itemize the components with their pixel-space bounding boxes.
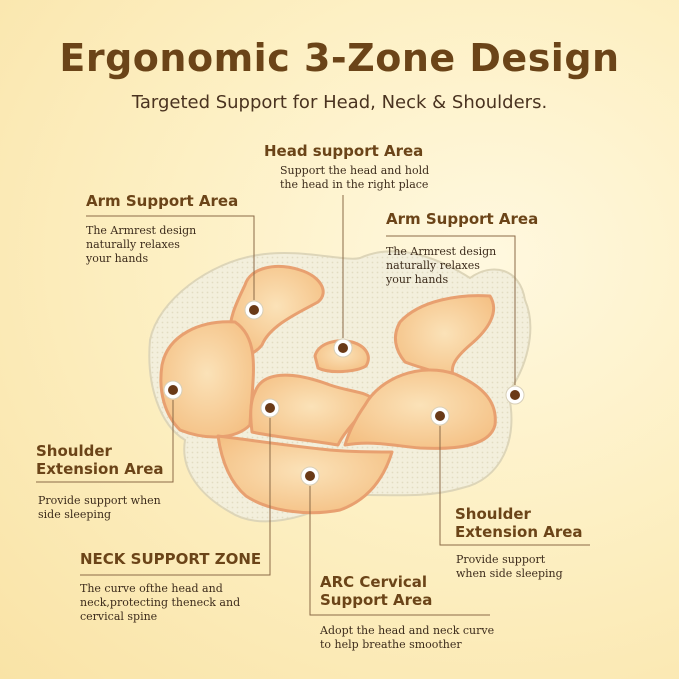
shoulder-right-desc-line: Provide support	[456, 553, 546, 566]
leader-shoulder-left	[36, 400, 174, 483]
shoulder-left-desc: Provide support when side sleeping	[38, 494, 161, 522]
arc-cervical-desc: Adopt the head and neck curve to help br…	[320, 624, 494, 652]
head-support-title: Head support Area	[264, 142, 424, 160]
shoulder-left-title-line: Extension Area	[36, 460, 164, 478]
page-title: Ergonomic 3-Zone Design	[59, 36, 620, 80]
arm-support-right-desc-line: The Armrest design	[386, 245, 497, 258]
arm-support-left-desc-line: naturally relaxes	[86, 238, 180, 251]
neck-support-desc-line: The curve ofthe head and	[80, 582, 223, 595]
head-support-desc-line: Support the head and hold	[280, 164, 430, 177]
leader-arm-right	[386, 235, 516, 385]
shoulder-right-title-line: Extension Area	[455, 523, 583, 541]
shoulder-right-title-line: Shoulder	[455, 505, 531, 523]
dot-head	[333, 338, 353, 358]
neck-support-desc: The curve ofthe head and neck,protecting…	[80, 582, 240, 624]
shoulder-left-desc-line: Provide support when	[38, 494, 161, 507]
leader-arm-left	[86, 215, 255, 300]
arm-support-left-desc-line: your hands	[86, 252, 149, 265]
callout-dots	[163, 300, 525, 486]
arc-cervical-title-line: Support Area	[320, 591, 433, 609]
dot-arm-right	[505, 385, 525, 405]
arm-support-right-desc-line: your hands	[386, 273, 449, 286]
neck-support-desc-line: cervical spine	[80, 610, 158, 623]
shoulder-right-title: Shoulder Extension Area	[455, 505, 583, 541]
arc-cervical-desc-line: Adopt the head and neck curve	[320, 624, 495, 637]
head-support-desc-line: the head in the right place	[280, 178, 429, 191]
shoulder-zone-right	[343, 368, 497, 450]
leader-neck	[80, 418, 271, 576]
shoulder-right-desc: Provide support when side sleeping	[456, 553, 563, 581]
shoulder-left-desc-line: side sleeping	[38, 508, 112, 521]
arm-support-right-title: Arm Support Area	[386, 210, 539, 228]
shoulder-zone-left	[159, 320, 255, 439]
arm-zone-right	[393, 294, 496, 382]
dot-neck	[260, 398, 280, 418]
arc-cervical-desc-line: to help breathe smoother	[320, 638, 462, 651]
arm-support-right-desc: The Armrest design naturally relaxes you…	[386, 245, 496, 287]
neck-support-title: NECK SUPPORT ZONE	[80, 550, 262, 568]
shoulder-right-desc-line: when side sleeping	[456, 567, 563, 580]
arm-support-left-desc: The Armrest design naturally relaxes you…	[86, 224, 196, 266]
shoulder-left-title: Shoulder Extension Area	[36, 442, 164, 478]
page-subtitle: Targeted Support for Head, Neck & Should…	[131, 92, 548, 113]
arm-support-left-title: Arm Support Area	[86, 192, 239, 210]
dot-arm-left	[244, 300, 264, 320]
leader-lines	[36, 195, 590, 616]
dot-shoulder-right	[430, 406, 450, 426]
support-zones	[159, 265, 497, 515]
dot-shoulder-left	[163, 380, 183, 400]
leader-arc	[309, 486, 490, 616]
shoulder-left-title-line: Shoulder	[36, 442, 112, 460]
arm-support-right-desc-line: naturally relaxes	[386, 259, 480, 272]
head-support-desc: Support the head and hold the head in th…	[280, 164, 429, 192]
arc-cervical-title-line: ARC Cervical	[320, 573, 428, 591]
arc-cervical-title: ARC Cervical Support Area	[320, 573, 432, 609]
arm-support-left-desc-line: The Armrest design	[86, 224, 197, 237]
leader-shoulder-right	[439, 426, 590, 546]
neck-support-desc-line: neck,protecting theneck and	[80, 596, 241, 609]
dot-arc	[300, 466, 320, 486]
